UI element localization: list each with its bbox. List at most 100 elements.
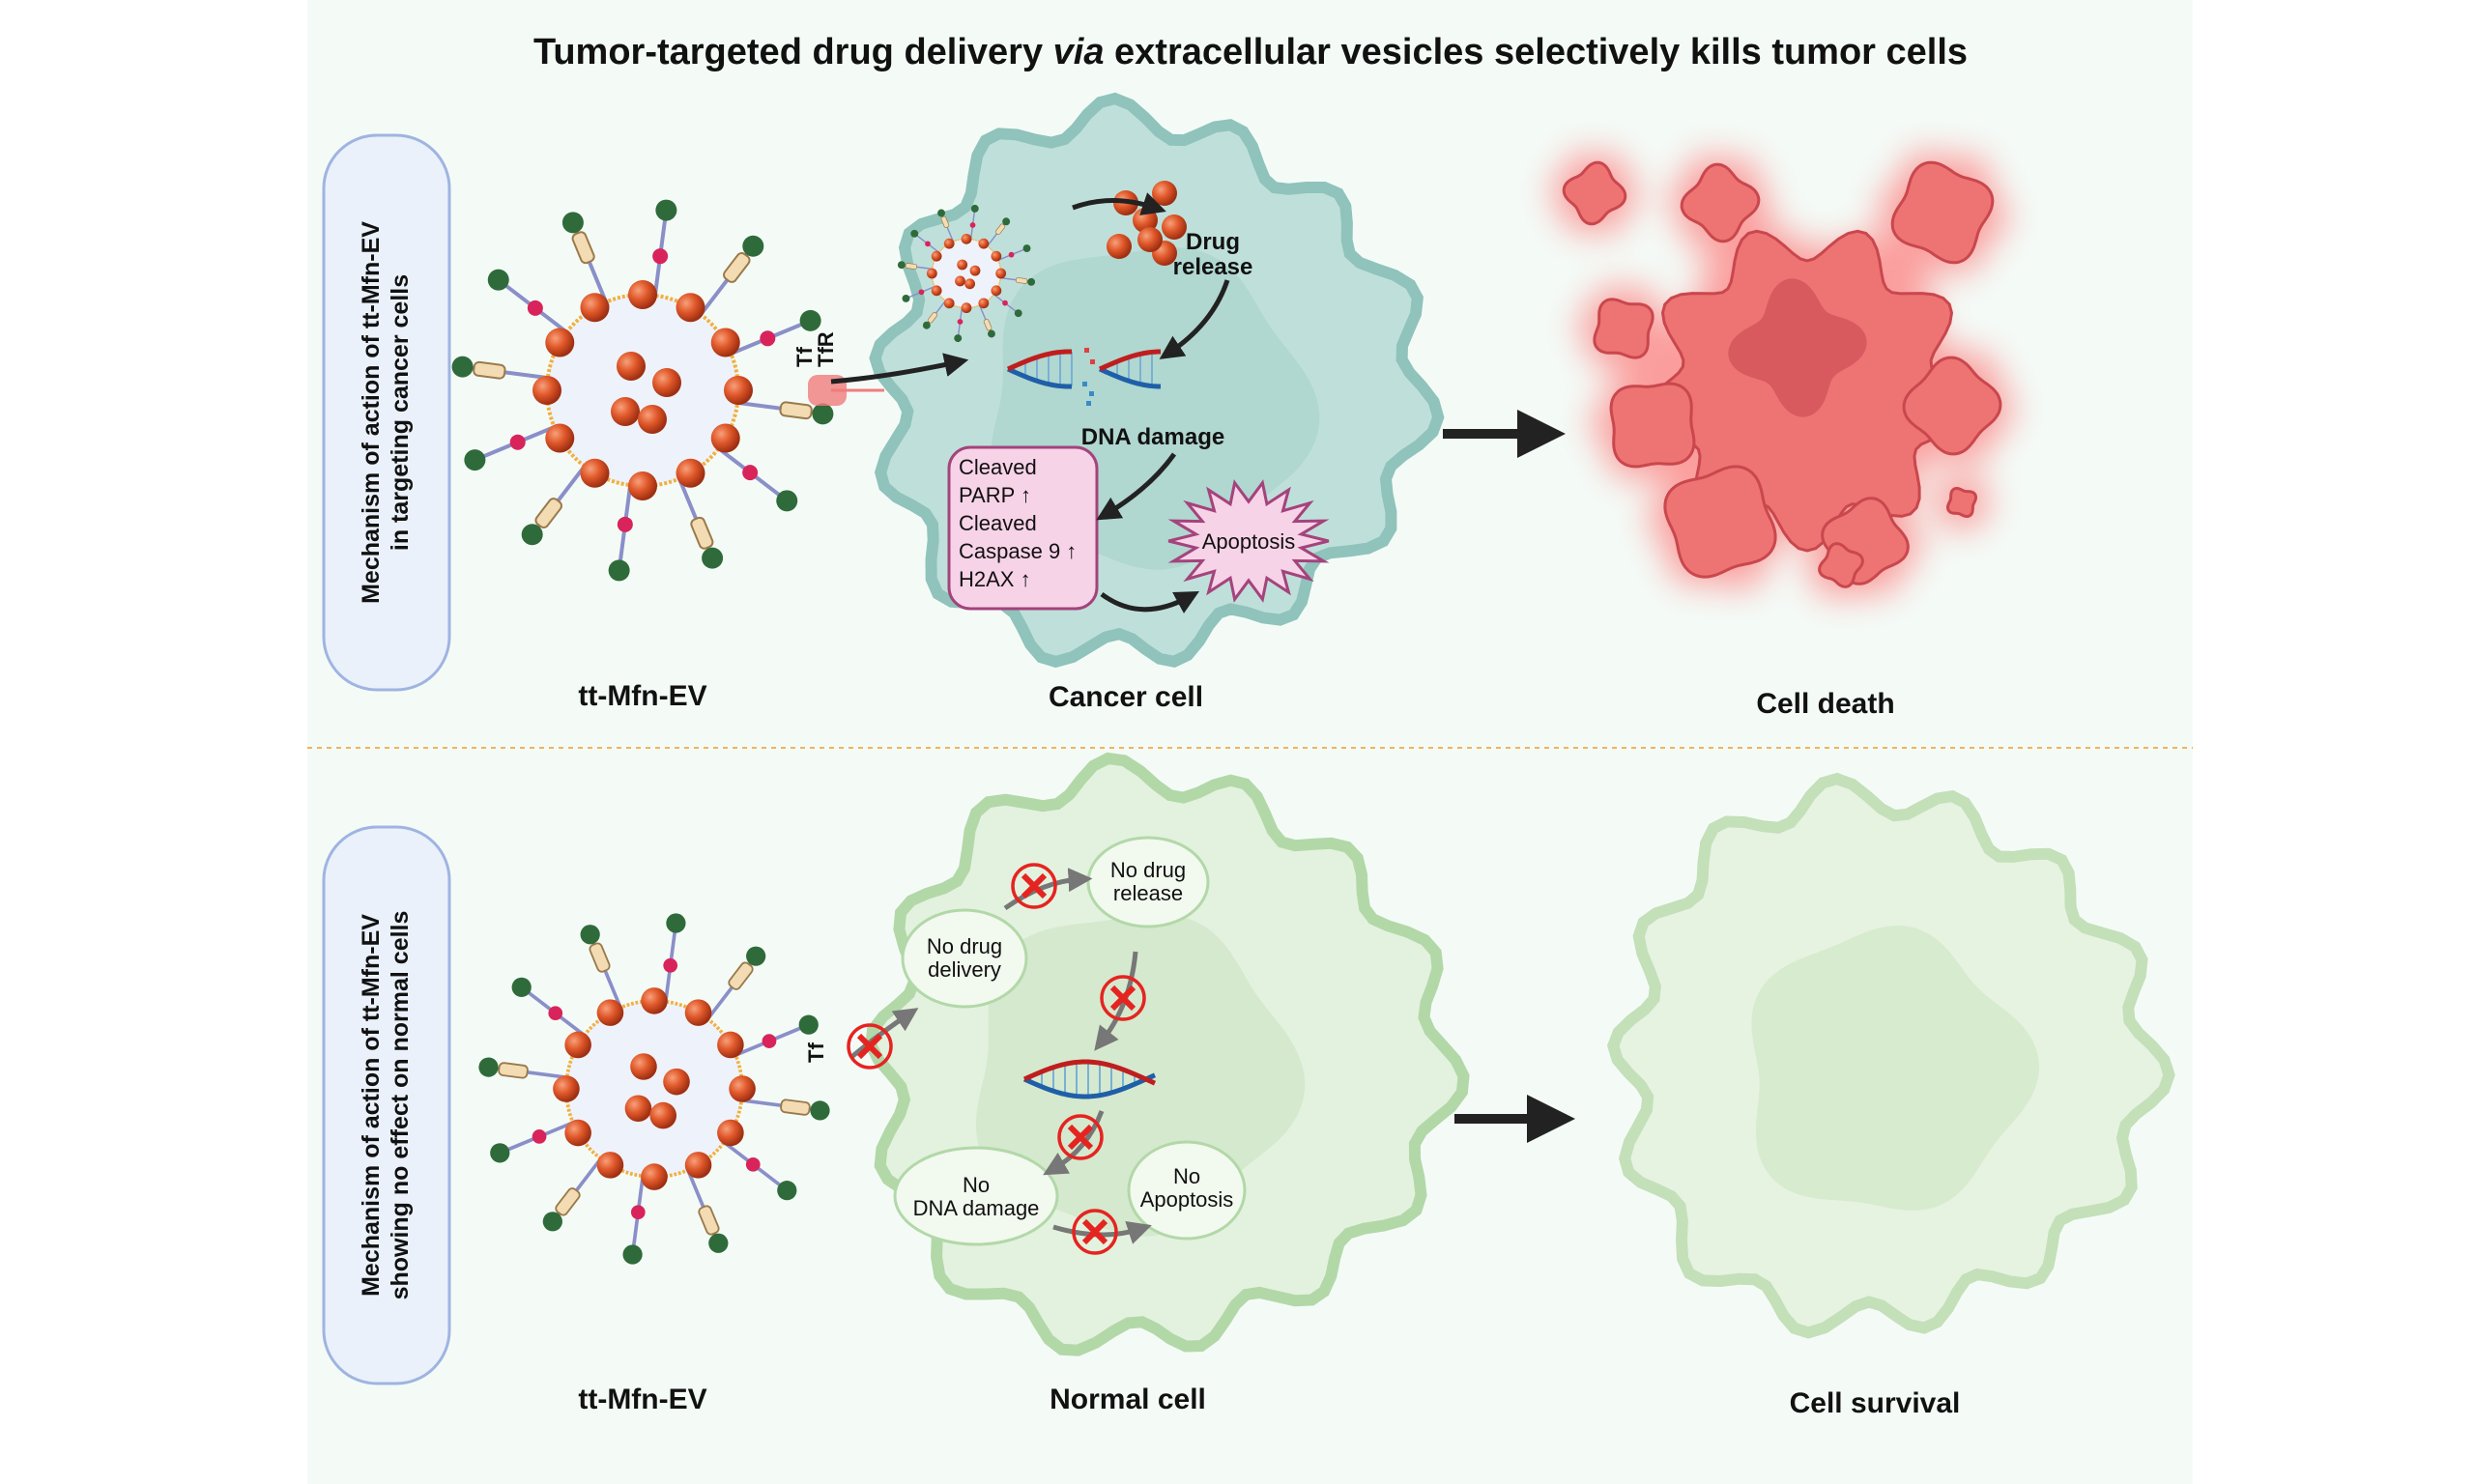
dna-fragment (1086, 401, 1091, 406)
drug-particle (717, 1031, 744, 1059)
cell-fragment (1902, 356, 2002, 456)
cell-death-label: Cell death (1756, 688, 1894, 720)
surviving-cell (1606, 772, 2175, 1339)
tf-protein-icon (742, 235, 764, 257)
tf-protein-icon (542, 1212, 562, 1232)
drug-particle (624, 1095, 652, 1123)
tf-protein-icon (487, 269, 509, 291)
drug-particle (995, 268, 1007, 279)
intact-dna-icon (1022, 1059, 1157, 1099)
dna-fragment (1082, 382, 1087, 386)
tf-protein-icon (702, 547, 724, 569)
damaged-dna-icon (1006, 348, 1162, 406)
tf-protein-icon (608, 559, 630, 582)
drug-particle (580, 458, 610, 488)
drug-particle (729, 1075, 756, 1102)
tf-protein-icon (954, 334, 963, 343)
cell-fragment (1680, 162, 1761, 243)
drug-particle (926, 268, 937, 279)
drug-particle (545, 423, 575, 453)
svg-text:Tf: Tf (792, 347, 817, 367)
tf-protein-icon (1022, 244, 1031, 253)
drug-particle (943, 298, 955, 309)
tf-protein-icon (521, 524, 543, 546)
vesicle-membrane (545, 293, 740, 488)
drug-particle (1162, 214, 1187, 240)
drug-particle (978, 298, 990, 309)
drug-particle (676, 293, 705, 323)
drug-particle (564, 1031, 591, 1059)
drug-particle (1152, 181, 1177, 206)
drug-particle (611, 397, 640, 426)
vesicle-membrane (564, 999, 744, 1179)
drug-particle (969, 265, 981, 276)
drug-particle (676, 458, 705, 488)
tf-protein-icon (897, 261, 906, 270)
tt-mfn-ev-vesicle (451, 199, 834, 582)
drug-particle (1107, 234, 1132, 259)
drug-particle (638, 405, 667, 434)
drug-particle (931, 285, 942, 297)
internalized-ev (897, 204, 1036, 343)
pathway-arrows (830, 192, 1230, 614)
tf-protein-icon (902, 294, 910, 302)
cell-fragment (1663, 465, 1777, 579)
dead-cell-fragments (1550, 151, 2014, 599)
cell-survival-label: Cell survival (1790, 1387, 1961, 1419)
drug-particle (955, 275, 965, 287)
dna-damage-label: DNA damage (1081, 424, 1224, 450)
tf-protein-icon (746, 946, 766, 966)
tf-protein-icon (910, 229, 919, 238)
drug-particle (964, 278, 975, 290)
blocked-x-icon (1072, 1209, 1118, 1255)
tf-protein-icon (511, 977, 532, 997)
drug-particle (991, 250, 1002, 262)
svg-text:PARP ↑: PARP ↑ (959, 483, 1031, 507)
drug-particle (961, 302, 972, 314)
tf-protein-icon (708, 1233, 729, 1253)
tf-protein-icon (580, 925, 600, 945)
bottom-ev-label: tt-Mfn-EV (578, 1384, 706, 1415)
drug-particle (580, 293, 610, 323)
dna-fragment (1090, 359, 1095, 364)
drug-particle (961, 233, 972, 244)
apoptosis-burst: Apoptosis (1167, 479, 1330, 603)
tf-protein-icon (776, 490, 798, 512)
tf-protein-icon (490, 1143, 510, 1163)
tf-protein-icon (1014, 309, 1022, 318)
drug-particle (717, 1119, 744, 1147)
drug-particle (628, 280, 657, 309)
drug-particle (943, 238, 955, 249)
blocked-x-icon (847, 1023, 893, 1070)
tf-protein-icon (655, 199, 677, 221)
drug-particle (724, 376, 753, 405)
tf-protein-icon (451, 356, 474, 378)
drug-particle (684, 1152, 712, 1179)
top-side-label: Mechanism of action of tt-Mfn-EV in targ… (322, 133, 451, 692)
svg-text:Mechanism of action of tt-Mfn-: Mechanism of action of tt-Mfn-EV (358, 914, 385, 1297)
tf-protein-icon (798, 1014, 819, 1035)
tf-protein-icon (561, 212, 584, 234)
top-ev-label: tt-Mfn-EV (578, 680, 706, 712)
dna-fragment (1089, 391, 1094, 396)
normal-cell-label: Normal cell (1050, 1384, 1206, 1415)
drug-particle (649, 1101, 676, 1129)
svg-text:Mechanism of action of tt-Mfn-: Mechanism of action of tt-Mfn-EV (358, 221, 385, 604)
svg-text:TfR: TfR (814, 331, 838, 367)
svg-text:Caspase 9 ↑: Caspase 9 ↑ (959, 539, 1077, 563)
tf-protein-icon (812, 403, 834, 425)
marker-box: Cleaved PARP ↑ Cleaved Caspase 9 ↑ H2AX … (947, 445, 1099, 611)
blocked-x-icon (1011, 863, 1057, 909)
drug-particle (617, 352, 646, 381)
cell-fragment (1609, 382, 1696, 469)
drug-particle (978, 238, 990, 249)
tf-protein-icon (799, 309, 821, 331)
svg-text:Cleaved: Cleaved (959, 511, 1037, 535)
tf-label-bottom: Tf (804, 1042, 828, 1063)
block-marks (847, 863, 1146, 1255)
